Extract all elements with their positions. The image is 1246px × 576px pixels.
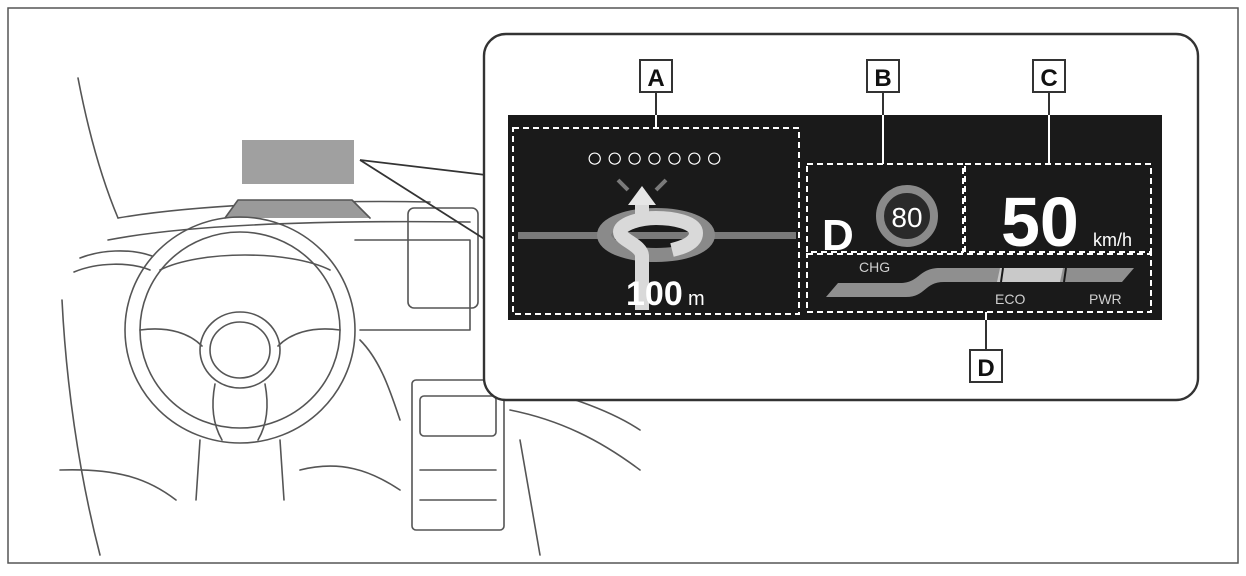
dash-upper-line [107, 220, 471, 241]
callout-label-b-box [866, 59, 900, 93]
console-shelf-lines [419, 469, 497, 501]
callout-pointer-lower [359, 159, 487, 176]
a-pillar-line [77, 77, 119, 219]
steering-wheel-hub-inner [209, 321, 271, 379]
center-console [411, 379, 505, 531]
hybrid-zone-dividers [1000, 267, 1067, 283]
console-line-left [359, 339, 401, 421]
right-dash-line [509, 409, 641, 471]
steering-wheel-hub [199, 311, 281, 389]
callout-label-d-box [969, 349, 1003, 383]
hybrid-eco-zone [997, 268, 1063, 282]
instrument-hood [159, 254, 331, 271]
wheel-spoke-bottom-left [212, 383, 223, 441]
speed-unit: km/h [1093, 230, 1132, 250]
nav-road [518, 232, 796, 239]
center-display [407, 207, 479, 309]
lower-dash-left [59, 468, 177, 501]
callout-label-c-box [1032, 59, 1066, 93]
wheel-spoke-bottom-right [257, 383, 268, 441]
section-c-frame [964, 163, 1152, 253]
callout-label-a-box [639, 59, 673, 93]
dash-right-panel [354, 239, 471, 331]
hud-unit [224, 199, 371, 219]
dashboard-illustration [59, 77, 641, 556]
console-control-panel [419, 395, 497, 437]
power-label: PWR [1089, 291, 1122, 307]
callout-label-c: C [1040, 65, 1057, 92]
wheel-spoke-right [277, 328, 341, 347]
nav-distance-unit: m [688, 288, 705, 310]
street-name: ○○○○○○○ [586, 142, 725, 173]
speed-value: 50 [1001, 183, 1079, 261]
callout-label-a: A [647, 65, 664, 92]
left-vent [79, 250, 153, 259]
hud-projection-area [242, 140, 354, 184]
steering-column [195, 439, 285, 501]
callout-label-b: B [874, 65, 891, 92]
shift-position: D [822, 211, 854, 260]
speed-limit-sign [876, 185, 938, 247]
eco-label: ECO [995, 291, 1025, 307]
wheel-spoke-left [139, 328, 203, 347]
section-d-frame [806, 253, 1152, 313]
nav-arrow-head [628, 186, 656, 205]
lower-dash-right [299, 465, 401, 491]
right-seat-line [519, 439, 541, 556]
charge-label: CHG [859, 259, 890, 275]
nav-arrow-tail-marks [616, 178, 668, 192]
section-b-frame [806, 163, 964, 253]
speed-limit-value: 80 [891, 202, 922, 233]
nav-route-arrow [612, 210, 704, 310]
door-line [61, 299, 101, 556]
callout-label-d: D [977, 355, 994, 382]
callout-pointer-upper [359, 159, 487, 241]
steering-wheel-rim [124, 216, 356, 444]
nav-distance-value: 100 [626, 275, 683, 313]
